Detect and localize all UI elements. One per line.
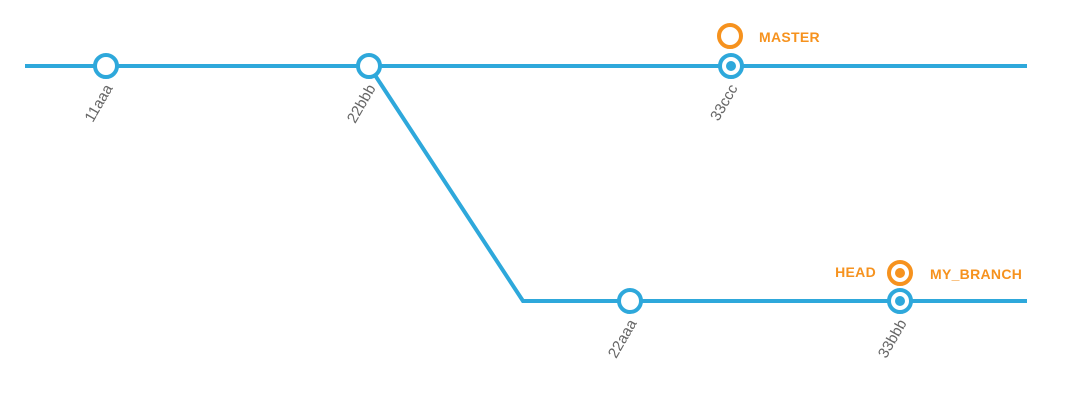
commit-label-11aaa: 11aaa xyxy=(81,81,116,125)
commit-node-33bbb[interactable] xyxy=(887,288,913,314)
commit-label-22bbb: 22bbb xyxy=(344,82,380,127)
commit-node-11aaa[interactable] xyxy=(93,53,119,79)
commit-label-33ccc: 33ccc xyxy=(707,81,742,124)
my-branch-ref-label: MY_BRANCH xyxy=(930,266,1022,282)
commit-node-22bbb[interactable] xyxy=(356,53,382,79)
commit-node-22aaa[interactable] xyxy=(617,288,643,314)
commit-label-33bbb: 33bbb xyxy=(875,317,911,362)
master-ref-marker xyxy=(717,23,743,49)
head-ref-label: HEAD xyxy=(835,264,876,280)
head-ref-marker xyxy=(887,260,913,286)
commit-label-22aaa: 22aaa xyxy=(605,316,641,361)
current-tip-dot xyxy=(895,296,905,306)
master-ref-label: MASTER xyxy=(759,29,820,45)
my-branch-line xyxy=(367,64,1027,303)
commit-node-33ccc[interactable] xyxy=(718,53,744,79)
current-tip-dot xyxy=(726,61,736,71)
